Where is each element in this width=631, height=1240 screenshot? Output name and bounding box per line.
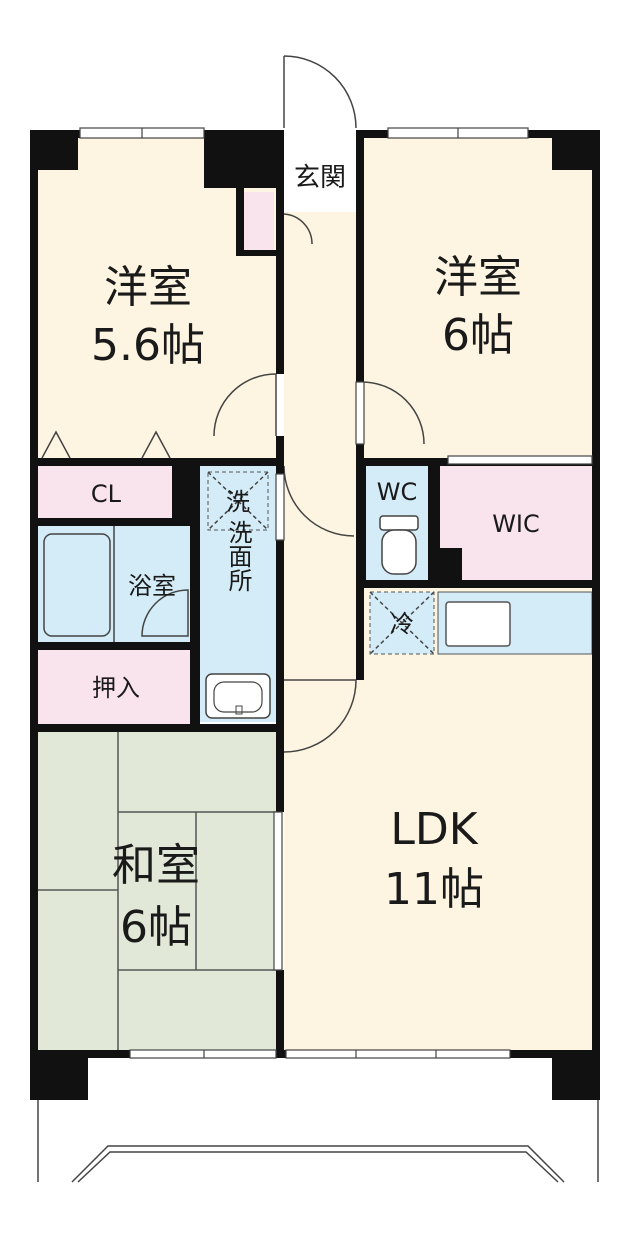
western-room-right-size: 6帖: [442, 310, 514, 361]
ldk-name: LDK: [390, 804, 478, 855]
wash-basin: [205, 673, 271, 719]
ldk-floor: [284, 586, 592, 1052]
western-room-left-size: 5.6帖: [91, 320, 205, 371]
fridge-label: 冷: [390, 610, 414, 638]
windows: [79, 127, 593, 1059]
kitchen-sink: [445, 601, 511, 647]
wic-floor: [440, 466, 592, 580]
japanese-room-size: 6帖: [120, 902, 192, 953]
closet-label: CL: [91, 480, 122, 508]
toilet-label: WC: [377, 478, 418, 506]
closet-floor: [38, 466, 172, 518]
storage-floor: [38, 650, 190, 724]
fixtures: [43, 515, 419, 719]
western-room-right-floor: [362, 138, 592, 460]
toilet-bowl: [381, 529, 417, 575]
storage-label: 押入: [92, 674, 140, 702]
japanese-room-name: 和室: [112, 840, 200, 891]
column: [552, 1052, 600, 1100]
japanese-room-floor: [38, 732, 276, 1050]
column: [552, 130, 600, 170]
entrance-floor: [284, 130, 356, 212]
column: [30, 130, 78, 170]
room-labels: 洋室 5.6帖 洋室 6帖 玄関 CL 浴室 洗 洗面所 WC WIC 冷 押入…: [91, 163, 540, 953]
wic-label: WIC: [492, 510, 540, 538]
washing-machine-space: [207, 471, 269, 531]
shoe-box: [244, 192, 274, 250]
column: [30, 1052, 88, 1100]
bathtub: [43, 533, 111, 637]
column: [204, 130, 276, 188]
entrance-label: 玄関: [294, 163, 346, 193]
washroom-label: 洗面所: [224, 520, 252, 592]
balcony: [37, 1100, 599, 1183]
western-room-left-name: 洋室: [104, 262, 192, 313]
western-room-right-name: 洋室: [434, 252, 522, 303]
tatami-lines: [38, 732, 276, 1050]
toilet-tank: [379, 515, 419, 531]
bath-label: 浴室: [128, 572, 176, 600]
ldk-size: 11帖: [384, 864, 484, 915]
washing-machine-label: 洗: [226, 488, 250, 516]
